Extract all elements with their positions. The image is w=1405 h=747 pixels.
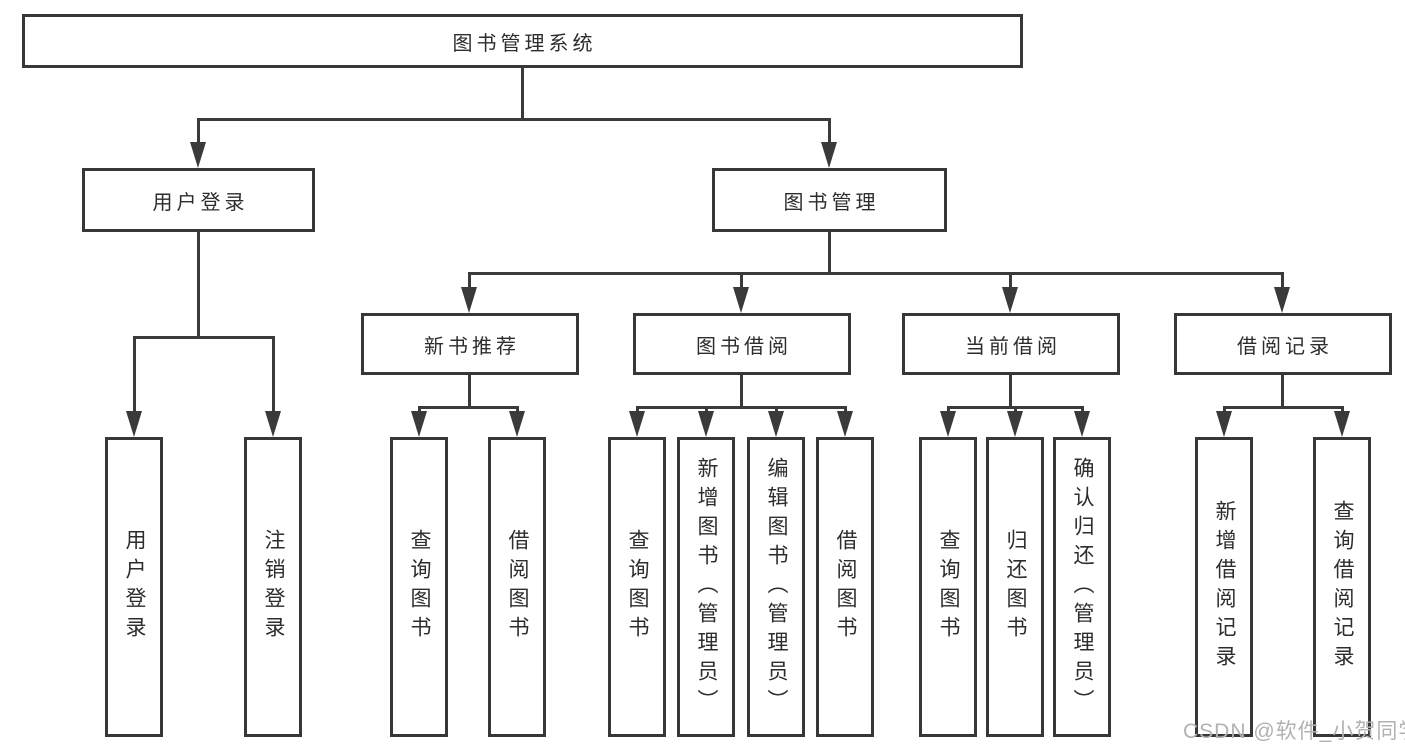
connector — [418, 406, 519, 409]
arrow-down-icon — [1334, 411, 1350, 437]
node-new-book-recommend-label: 新书推荐 — [424, 335, 520, 358]
arrow-down-icon — [126, 411, 142, 437]
node-bb-add-books: 新增图书（管理员） — [677, 437, 735, 737]
node-book-borrow-label: 图书借阅 — [696, 335, 792, 358]
arrow-down-icon — [1007, 411, 1023, 437]
connector — [521, 68, 524, 118]
connector — [1009, 375, 1012, 409]
node-current-borrow-label: 当前借阅 — [965, 335, 1061, 358]
node-bb-query-books: 查询图书 — [608, 437, 666, 737]
connector — [1281, 272, 1284, 290]
arrow-down-icon — [411, 411, 427, 437]
connector — [1281, 375, 1284, 409]
arrow-down-icon — [1216, 411, 1232, 437]
arrow-down-icon — [1002, 287, 1018, 313]
connector — [1223, 406, 1344, 409]
arrow-down-icon — [190, 142, 206, 168]
node-user-login-label: 用户登录 — [152, 191, 249, 214]
connector — [468, 272, 1284, 275]
node-new-book-recommend: 新书推荐 — [361, 313, 579, 375]
node-user-login: 用户登录 — [82, 168, 315, 232]
connector — [133, 336, 275, 339]
connector — [828, 118, 831, 146]
connector — [197, 118, 831, 121]
node-borrow-records-label: 借阅记录 — [1237, 335, 1333, 358]
watermark: CSDN @软件_小贺同学 — [1183, 720, 1405, 743]
arrow-down-icon — [629, 411, 645, 437]
connector — [133, 336, 136, 414]
connector — [468, 272, 471, 290]
node-cb-return-books: 归还图书 — [986, 437, 1044, 737]
arrow-down-icon — [509, 411, 525, 437]
node-user-login-action: 用户登录 — [105, 437, 163, 737]
node-root: 图书管理系统 — [22, 14, 1023, 68]
arrow-down-icon — [1074, 411, 1090, 437]
node-br-add-record: 新增借阅记录 — [1195, 437, 1253, 737]
node-book-management: 图书管理 — [712, 168, 947, 232]
node-book-management-label: 图书管理 — [783, 191, 880, 214]
node-current-borrow: 当前借阅 — [902, 313, 1120, 375]
arrow-down-icon — [940, 411, 956, 437]
node-bb-edit-books: 编辑图书（管理员） — [747, 437, 805, 737]
connector — [740, 272, 743, 290]
node-cb-query-books: 查询图书 — [919, 437, 977, 737]
connector — [468, 375, 471, 409]
arrow-down-icon — [837, 411, 853, 437]
node-cb-confirm-return: 确认归还（管理员） — [1053, 437, 1111, 737]
arrow-down-icon — [733, 287, 749, 313]
arrow-down-icon — [461, 287, 477, 313]
connector — [740, 375, 743, 409]
node-logout-action: 注销登录 — [244, 437, 302, 737]
connector — [828, 232, 831, 274]
connector — [272, 336, 275, 414]
node-nbr-borrow-books: 借阅图书 — [488, 437, 546, 737]
arrow-down-icon — [1274, 287, 1290, 313]
arrow-down-icon — [768, 411, 784, 437]
connector — [1009, 272, 1012, 290]
node-book-borrow: 图书借阅 — [633, 313, 851, 375]
node-br-query-record: 查询借阅记录 — [1313, 437, 1371, 737]
connector — [636, 406, 847, 409]
arrow-down-icon — [265, 411, 281, 437]
arrow-down-icon — [698, 411, 714, 437]
connector — [197, 118, 200, 146]
connector — [197, 232, 200, 339]
arrow-down-icon — [821, 142, 837, 168]
node-nbr-query-books: 查询图书 — [390, 437, 448, 737]
node-bb-borrow-books: 借阅图书 — [816, 437, 874, 737]
node-root-label: 图书管理系统 — [452, 32, 597, 55]
node-borrow-records: 借阅记录 — [1174, 313, 1392, 375]
